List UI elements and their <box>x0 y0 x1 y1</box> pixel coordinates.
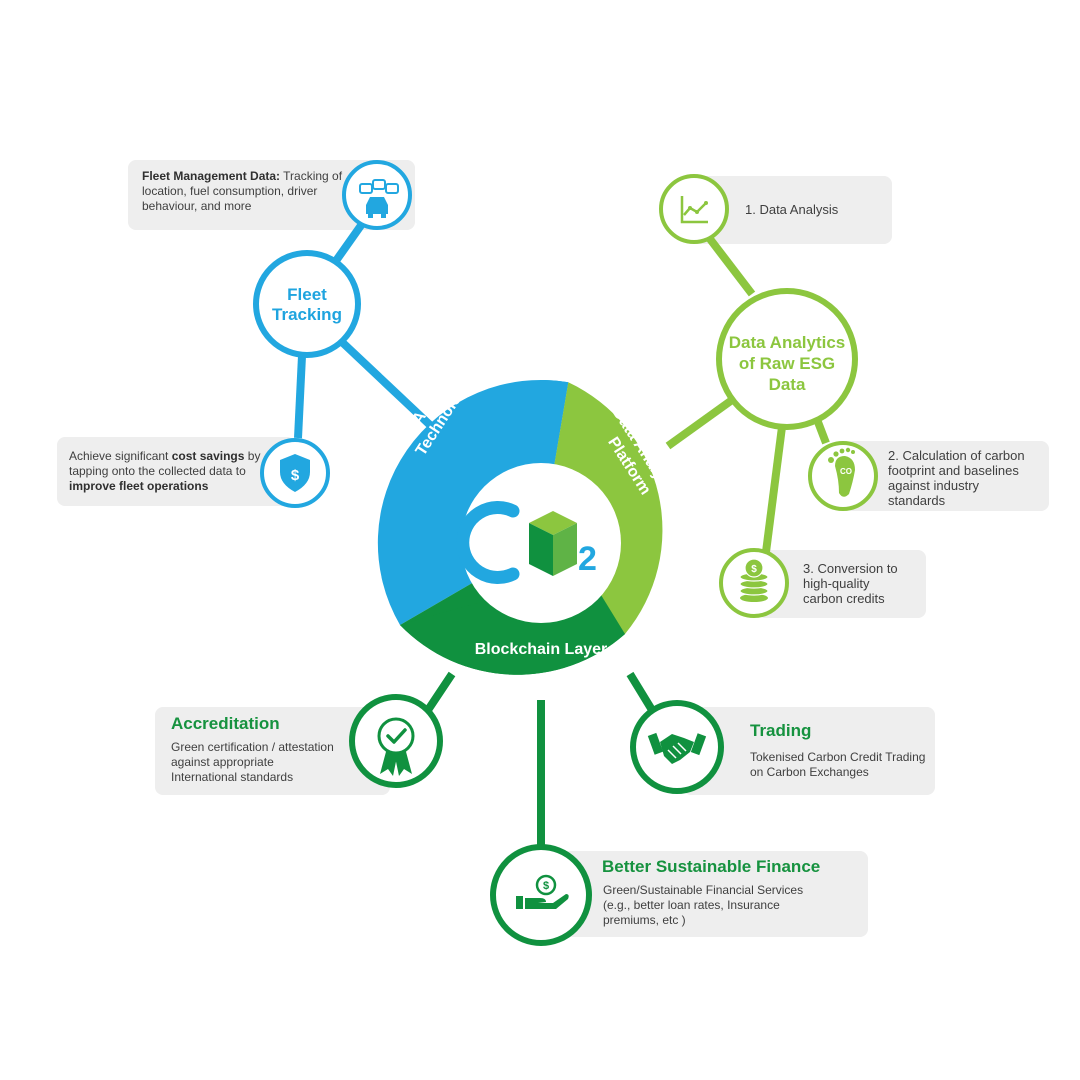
accreditation-card <box>155 707 390 795</box>
fleet-savings-text3: tapping onto the collected data to <box>69 464 246 478</box>
accreditation-text: Green certification / attestation agains… <box>171 740 351 785</box>
analysis-text: 1. Data Analysis <box>745 202 839 217</box>
fleet-data-text1: Tracking of <box>280 169 343 183</box>
svg-text:$: $ <box>751 564 757 575</box>
trading-title: Trading <box>750 721 812 740</box>
trading-text: Tokenised Carbon Credit Trading on Carbo… <box>750 750 930 780</box>
fleet-data-bold: Fleet Management Data: <box>142 169 281 183</box>
analytics-hub-line1: Data Analytics <box>728 333 846 352</box>
handshake-icon <box>630 700 724 794</box>
footprint-line3: against industry <box>888 478 980 493</box>
finance-card <box>530 851 868 937</box>
co2-logo <box>456 501 577 584</box>
connector-footprint <box>814 420 830 445</box>
fleet-data-text3: behaviour, and more <box>142 199 252 213</box>
connector-analysis <box>706 236 756 297</box>
finance-line1: Green/Sustainable Financial Services <box>603 883 804 897</box>
credits-line3: carbon credits <box>803 591 885 606</box>
accreditation-title: Accreditation <box>171 714 280 733</box>
credits-card <box>757 550 926 618</box>
analytics-hub <box>716 288 858 430</box>
accreditation-line3: International standards <box>171 770 294 784</box>
fleet-savings-card <box>57 437 295 506</box>
footprint-text: 2. Calculation of carbon footprint and b… <box>888 448 1043 508</box>
connector-trading <box>626 671 656 713</box>
finance-title: Better Sustainable Finance <box>602 857 821 876</box>
award-ribbon-icon <box>349 694 443 788</box>
analytics-hub-line3: Data <box>768 375 806 394</box>
fleet-savings-bold1: cost savings <box>171 449 245 463</box>
svg-text:$: $ <box>543 880 549 892</box>
credits-line1: 3. Conversion to <box>803 561 898 576</box>
shield-dollar-icon: $ <box>260 438 330 508</box>
analysis-card <box>688 176 892 244</box>
connector-fleet-data <box>329 221 366 268</box>
footprint-line1: 2. Calculation of carbon <box>888 448 1025 463</box>
footprint-line4: standards <box>888 493 946 508</box>
footprint-card <box>845 441 1049 511</box>
credits-line2: high-quality <box>803 576 870 591</box>
trading-line1: Tokenised Carbon Credit Trading <box>750 750 926 764</box>
connector-analytics-center <box>665 396 735 450</box>
fleet-hub-line1: Fleet <box>287 285 327 304</box>
accreditation-line1: Green certification / attestation <box>171 740 334 754</box>
fleet-data-card <box>128 160 415 230</box>
connector-fleet-center <box>340 340 433 428</box>
fleet-data-text: Fleet Management Data: Tracking of locat… <box>142 169 352 214</box>
connector-accreditation <box>424 671 456 713</box>
finance-line2: (e.g., better loan rates, Insurance <box>603 898 780 912</box>
footprint-line2: footprint and baselines <box>888 463 1019 478</box>
accreditation-line2: against appropriate <box>171 755 274 769</box>
fleet-savings-bold2: improve fleet operations <box>69 479 209 493</box>
fleet-savings-text: Achieve significant cost savings by tapp… <box>69 449 269 494</box>
fleet-data-text2: location, fuel consumption, driver <box>142 184 318 198</box>
finance-text: Green/Sustainable Financial Services (e.… <box>603 883 843 928</box>
analytics-hub-label: Data Analytics of Raw ESG Data <box>717 332 857 395</box>
credits-text: 3. Conversion to high-quality carbon cre… <box>803 561 918 606</box>
connector-fleet-savings <box>294 355 306 439</box>
fleet-hub-line2: Tracking <box>272 305 342 324</box>
analytics-hub-line2: of Raw ESG <box>738 354 836 373</box>
fleet-hub <box>253 250 361 358</box>
svg-text:CO: CO <box>840 467 852 476</box>
fleet-savings-text1: Achieve significant <box>69 449 172 463</box>
hand-coin-icon: $ <box>490 844 592 946</box>
line-chart-icon <box>659 174 729 244</box>
trading-card <box>683 707 935 795</box>
trading-line2: on Carbon Exchanges <box>750 765 869 779</box>
cars-icon <box>342 160 412 230</box>
coin-stack-icon: $ <box>719 548 789 618</box>
fleet-savings-text2: by <box>244 449 261 463</box>
logo-subscript: 2 <box>578 540 597 578</box>
co2-footprint-icon: CO <box>808 441 878 511</box>
finance-line3: premiums, etc ) <box>603 913 686 927</box>
segment-blockchain-label: Blockchain Layer <box>474 641 608 658</box>
connector-credits <box>762 426 786 553</box>
fleet-hub-label: Fleet Tracking <box>257 285 357 325</box>
svg-text:$: $ <box>291 467 300 484</box>
